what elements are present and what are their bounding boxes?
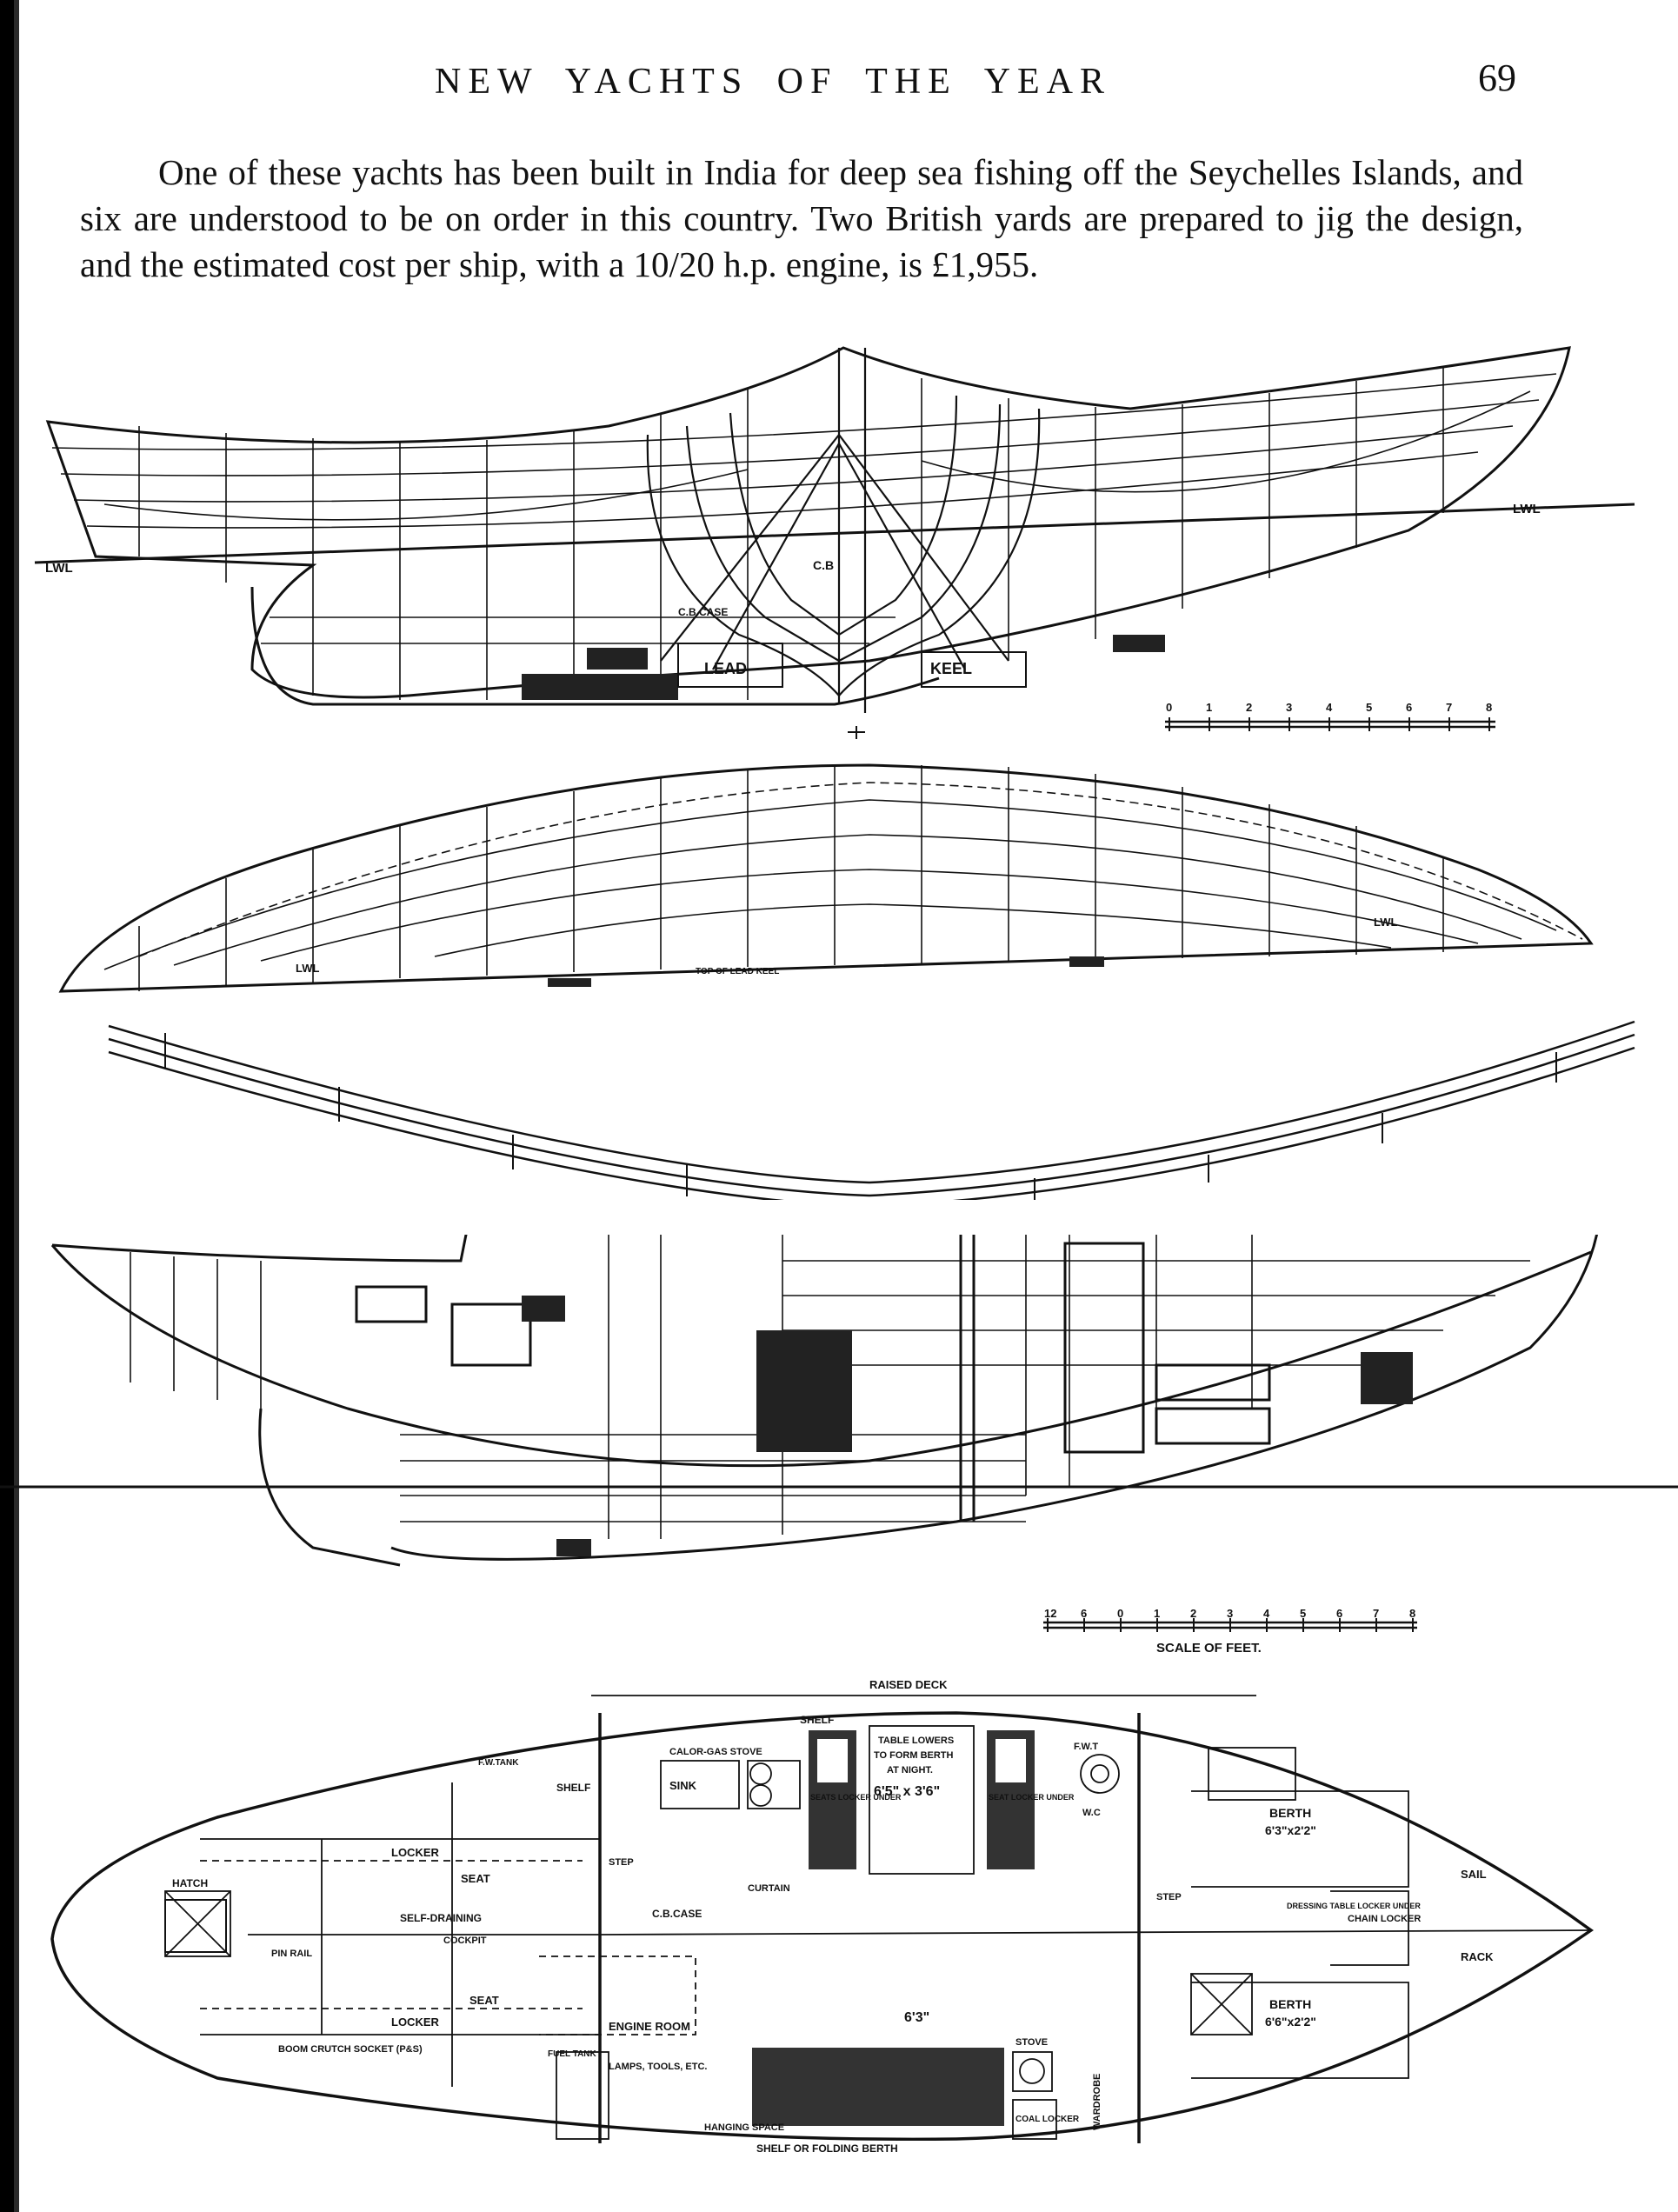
locker-bottom-label: LOCKER — [391, 2015, 440, 2029]
feet-scale-tick-label: 3 — [1227, 1609, 1233, 1620]
seat-bottom-label: SEAT — [469, 1994, 499, 2007]
dressing-table-label: DRESSING TABLE LOCKER UNDER — [1287, 1902, 1421, 1910]
chain-locker-label: CHAIN LOCKER — [1348, 1914, 1421, 1924]
deck-sheer-line — [108, 1020, 1635, 1200]
table-note-3: AT NIGHT. — [887, 1765, 933, 1776]
fw-tank-fwd-label: F.W.T — [1074, 1742, 1098, 1752]
coal-locker-label: COAL LOCKER — [1015, 2115, 1080, 2124]
seat-top-label: SEAT — [461, 1872, 490, 1885]
shelf-folding-label: SHELF OR FOLDING BERTH — [756, 2142, 898, 2155]
book-spine-shadow — [0, 0, 14, 2212]
feet-scale-tick-label: 0 — [1117, 1609, 1123, 1620]
step-aft-label: STEP — [609, 1857, 634, 1868]
accommodation-plan: RAISED DECK HATCH PIN RAIL BOOM CRUTCH S… — [50, 1678, 1595, 2155]
feet-scale-tick-label: 7 — [1373, 1609, 1379, 1620]
small-scale-tick-label: 2 — [1246, 701, 1252, 714]
saloon-width: 6'3" — [904, 2010, 929, 2025]
lwl-plan-left: LWL — [296, 962, 319, 975]
locker-top-label: LOCKER — [391, 1846, 440, 1859]
wardrobe-label: WARDROBE — [1092, 2074, 1102, 2130]
pin-rail-label: PIN RAIL — [271, 1949, 312, 1959]
hanging-space-label: HANGING SPACE — [704, 2122, 784, 2133]
small-scale-ticks: 0 1 2 3 4 5 6 7 8 — [1166, 701, 1492, 731]
curtain-label: CURTAIN — [748, 1883, 790, 1894]
shelf-top-label: SHELF — [800, 1714, 834, 1726]
fuel-tank-label: FUEL TANK — [548, 2049, 597, 2059]
small-scale-tick-label: 8 — [1486, 701, 1492, 714]
small-scale-tick-label: 7 — [1446, 701, 1452, 714]
cockpit-label: COCKPIT — [443, 1936, 487, 1946]
cb-case-plan-label: C.B.CASE — [652, 1908, 702, 1920]
small-scale-tick-label: 5 — [1366, 701, 1372, 714]
engine-room-label: ENGINE ROOM — [609, 2020, 690, 2033]
calor-gas-label: CALOR-GAS STOVE — [669, 1747, 762, 1757]
page-number: 69 — [1478, 57, 1516, 99]
hatch-label: HATCH — [172, 1877, 208, 1889]
lead-label: LEAD — [704, 660, 747, 677]
small-scale-tick-label: 4 — [1326, 701, 1333, 714]
feet-scale-tick-label: 2 — [1190, 1609, 1196, 1620]
boom-crutch-label: BOOM CRUTCH SOCKET (P&S) — [278, 2044, 423, 2055]
small-scale-tick-label: 0 — [1166, 701, 1172, 714]
lwl-label-left: LWL — [45, 561, 73, 576]
cb-label: C.B — [813, 558, 834, 572]
table-size: 6'5" x 3'6" — [874, 1784, 940, 1799]
rack-label: RACK — [1461, 1950, 1494, 1963]
intro-paragraph: One of these yachts has been built in In… — [80, 152, 1523, 284]
book-spine-edge — [14, 0, 19, 2212]
feet-scale-tick-label: 8 — [1409, 1609, 1415, 1620]
fw-tank-label: F.W.TANK — [478, 1758, 519, 1768]
wc-label: W.C — [1082, 1808, 1101, 1818]
scale-of-feet-caption: SCALE OF FEET. — [1156, 1641, 1262, 1656]
small-scale-tick-label: 1 — [1206, 701, 1212, 714]
stove-label: STOVE — [1015, 2037, 1048, 2048]
lines-profile-drawing: LWL LWL C.B C.B.CASE LEAD KEEL — [34, 346, 1635, 739]
keel-label: KEEL — [930, 660, 972, 677]
berth-bottom-label: BERTH — [1269, 1997, 1311, 2011]
berth-top-size: 6'3"x2'2" — [1265, 1823, 1316, 1837]
feet-scale-tick-label: 5 — [1300, 1609, 1306, 1620]
feet-scale-tick-label: 6 — [1081, 1609, 1087, 1620]
seat-locker-label: SEAT LOCKER UNDER — [989, 1793, 1075, 1802]
small-scale-tick-label: 6 — [1406, 701, 1412, 714]
table-note-1: TABLE LOWERS — [878, 1736, 954, 1746]
feet-scale-tick-label: 1 — [1154, 1609, 1160, 1620]
shelf-left-label: SHELF — [556, 1782, 590, 1794]
running-head: NEW YACHTS OF THE YEAR — [435, 62, 1112, 102]
feet-scale-tick-label: 6 — [1336, 1609, 1342, 1620]
lwl-plan-right: LWL — [1374, 916, 1397, 929]
inboard-profile-drawing — [0, 1235, 1678, 1567]
small-scale-bar: 0 1 2 3 4 5 6 7 8 — [1165, 701, 1495, 731]
berth-top-label: BERTH — [1269, 1806, 1311, 1820]
half-breadth-plan: LWL LWL TOP OF LEAD KEEL — [58, 763, 1594, 993]
seats-locker-label: SEATS LOCKER UNDER — [810, 1793, 902, 1802]
sail-label: SAIL — [1461, 1868, 1487, 1881]
sink-label: SINK — [669, 1779, 697, 1792]
table-note-2: TO FORM BERTH — [874, 1750, 954, 1761]
top-of-lead-keel-label: TOP OF LEAD KEEL — [696, 967, 779, 976]
raised-deck-label: RAISED DECK — [869, 1678, 948, 1691]
self-draining-label: SELF-DRAINING — [400, 1912, 482, 1924]
feet-scale-tick-label: 4 — [1263, 1609, 1270, 1620]
cb-case-label: C.B.CASE — [678, 606, 728, 618]
feet-scale-tick-label: 12 — [1044, 1609, 1056, 1620]
lamps-label: LAMPS, TOOLS, ETC. — [609, 2062, 707, 2072]
berth-bottom-size: 6'6"x2'2" — [1265, 2015, 1316, 2029]
lwl-label-right: LWL — [1513, 502, 1541, 516]
step-fwd-label: STEP — [1156, 1892, 1182, 1902]
small-scale-tick-label: 3 — [1286, 701, 1292, 714]
